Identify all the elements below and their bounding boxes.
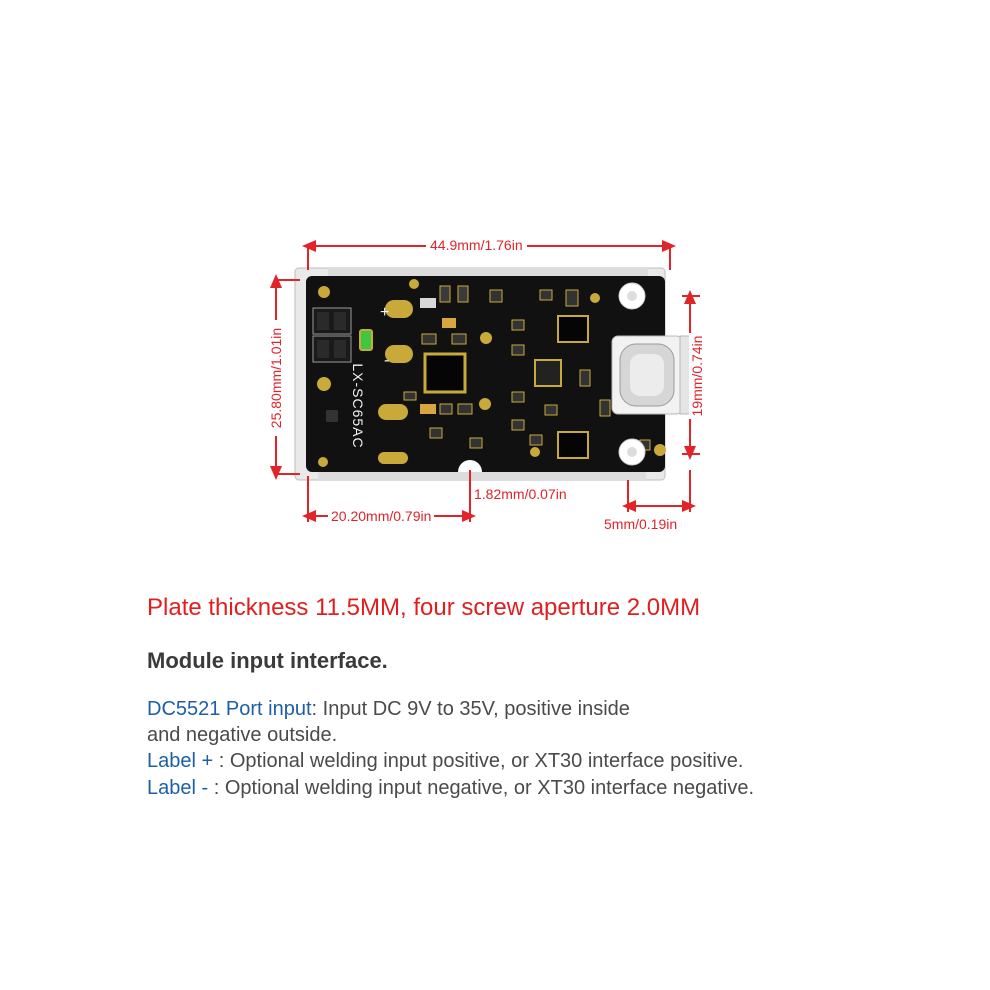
dimension-width-top: 44.9mm/1.76in (426, 237, 527, 253)
description-line-3: Label + : Optional welding input positiv… (147, 749, 743, 773)
description-line-4: Label - : Optional welding input negativ… (147, 776, 754, 800)
main-ic (423, 352, 467, 394)
description-separator: : (218, 750, 225, 772)
subheading: Module input interface. (147, 648, 388, 673)
description-line-2: and negative outside. (147, 723, 337, 747)
mosfet-bottom (557, 431, 589, 459)
description-separator: : (311, 698, 318, 720)
small-components (326, 285, 651, 451)
dimension-bottom-left: 20.20mm/0.79in (328, 508, 435, 524)
dimension-bottom-middle: 1.82mm/0.07in (474, 486, 567, 502)
description-text: Optional welding input negative, or XT30… (219, 777, 755, 799)
dimension-bottom-right: 5mm/0.19in (604, 516, 678, 532)
switch-chip-top (312, 307, 352, 335)
description-label: DC5521 Port input (147, 698, 312, 720)
description-label: Label + (147, 750, 219, 772)
dimension-height-left: 25.80mm/1.01in (268, 320, 284, 436)
product-figure: LX-SC65AC + - 44.9mm/1.76in 25.80mm/1.01… (268, 237, 705, 532)
switch-chip-bottom (312, 335, 352, 363)
mounting-holes (458, 282, 646, 472)
description-label: Label - (147, 777, 214, 799)
board-drawing (270, 240, 700, 522)
minus-silkscreen: - (384, 352, 390, 369)
description-text: and negative outside. (147, 724, 338, 746)
green-led (359, 329, 373, 351)
mosfet-top (557, 315, 589, 343)
dimension-height-right: 19mm/0.74in (689, 333, 705, 419)
board-model-text: LX-SC65AC (350, 363, 366, 449)
plus-silkscreen: + (380, 304, 390, 321)
description-line-1: DC5521 Port input: Input DC 9V to 35V, p… (147, 697, 630, 721)
description-text: Optional welding input positive, or XT30… (224, 750, 744, 772)
solder-pads (317, 279, 666, 467)
usb-c-connector (611, 335, 695, 415)
description-separator: : (213, 777, 220, 799)
description-text: Input DC 9V to 35V, positive inside (317, 698, 630, 720)
headline: Plate thickness 11.5MM, four screw apert… (147, 594, 701, 621)
qfn-ic (534, 359, 562, 387)
